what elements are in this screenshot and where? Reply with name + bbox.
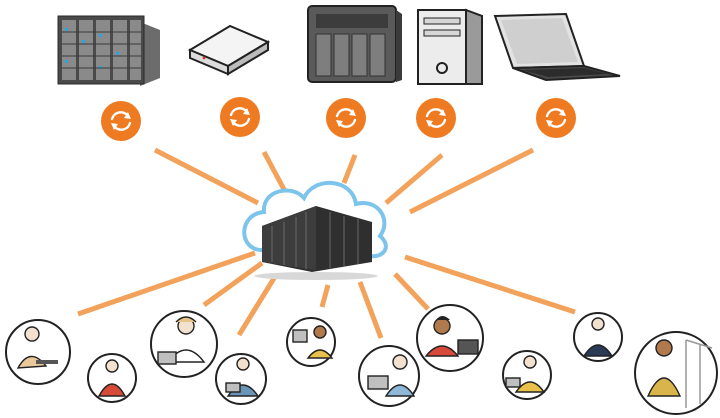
- link-user-1: [77, 250, 256, 317]
- link-laptop: [408, 147, 535, 215]
- link-nas: [341, 154, 358, 184]
- cloud-datacenter-icon: [242, 181, 388, 280]
- sync-icon: [536, 98, 576, 138]
- user-10-avatar: [634, 331, 718, 415]
- user-2-avatar: [87, 353, 137, 403]
- link-desktop-tower: [384, 153, 444, 205]
- sync-icon: [220, 97, 260, 137]
- link-user-6: [357, 281, 384, 339]
- user-6-avatar: [358, 345, 420, 407]
- user-8-avatar: [502, 350, 552, 400]
- link-user-4: [236, 273, 279, 337]
- connector-lines: [77, 147, 576, 339]
- link-network-appliance: [261, 150, 290, 197]
- desktop-tower-icon: [417, 8, 483, 85]
- user-7-avatar: [416, 304, 484, 372]
- nas-storage-icon: [307, 5, 402, 83]
- sync-icon: [326, 98, 366, 138]
- user-4-avatar: [215, 353, 267, 405]
- link-server-rack: [153, 147, 260, 206]
- network-appliance-icon: [187, 24, 271, 76]
- user-9-avatar: [573, 312, 623, 362]
- user-5-avatar: [286, 317, 336, 367]
- link-user-9: [404, 254, 576, 315]
- link-user-5: [319, 284, 331, 308]
- sync-icon: [416, 98, 456, 138]
- link-user-3: [202, 260, 264, 308]
- server-rack-icon: [57, 15, 160, 86]
- sync-icon: [101, 101, 141, 141]
- laptop-icon: [493, 12, 621, 82]
- link-user-7: [393, 272, 430, 311]
- user-1-avatar: [5, 319, 71, 385]
- user-3-avatar: [150, 310, 218, 378]
